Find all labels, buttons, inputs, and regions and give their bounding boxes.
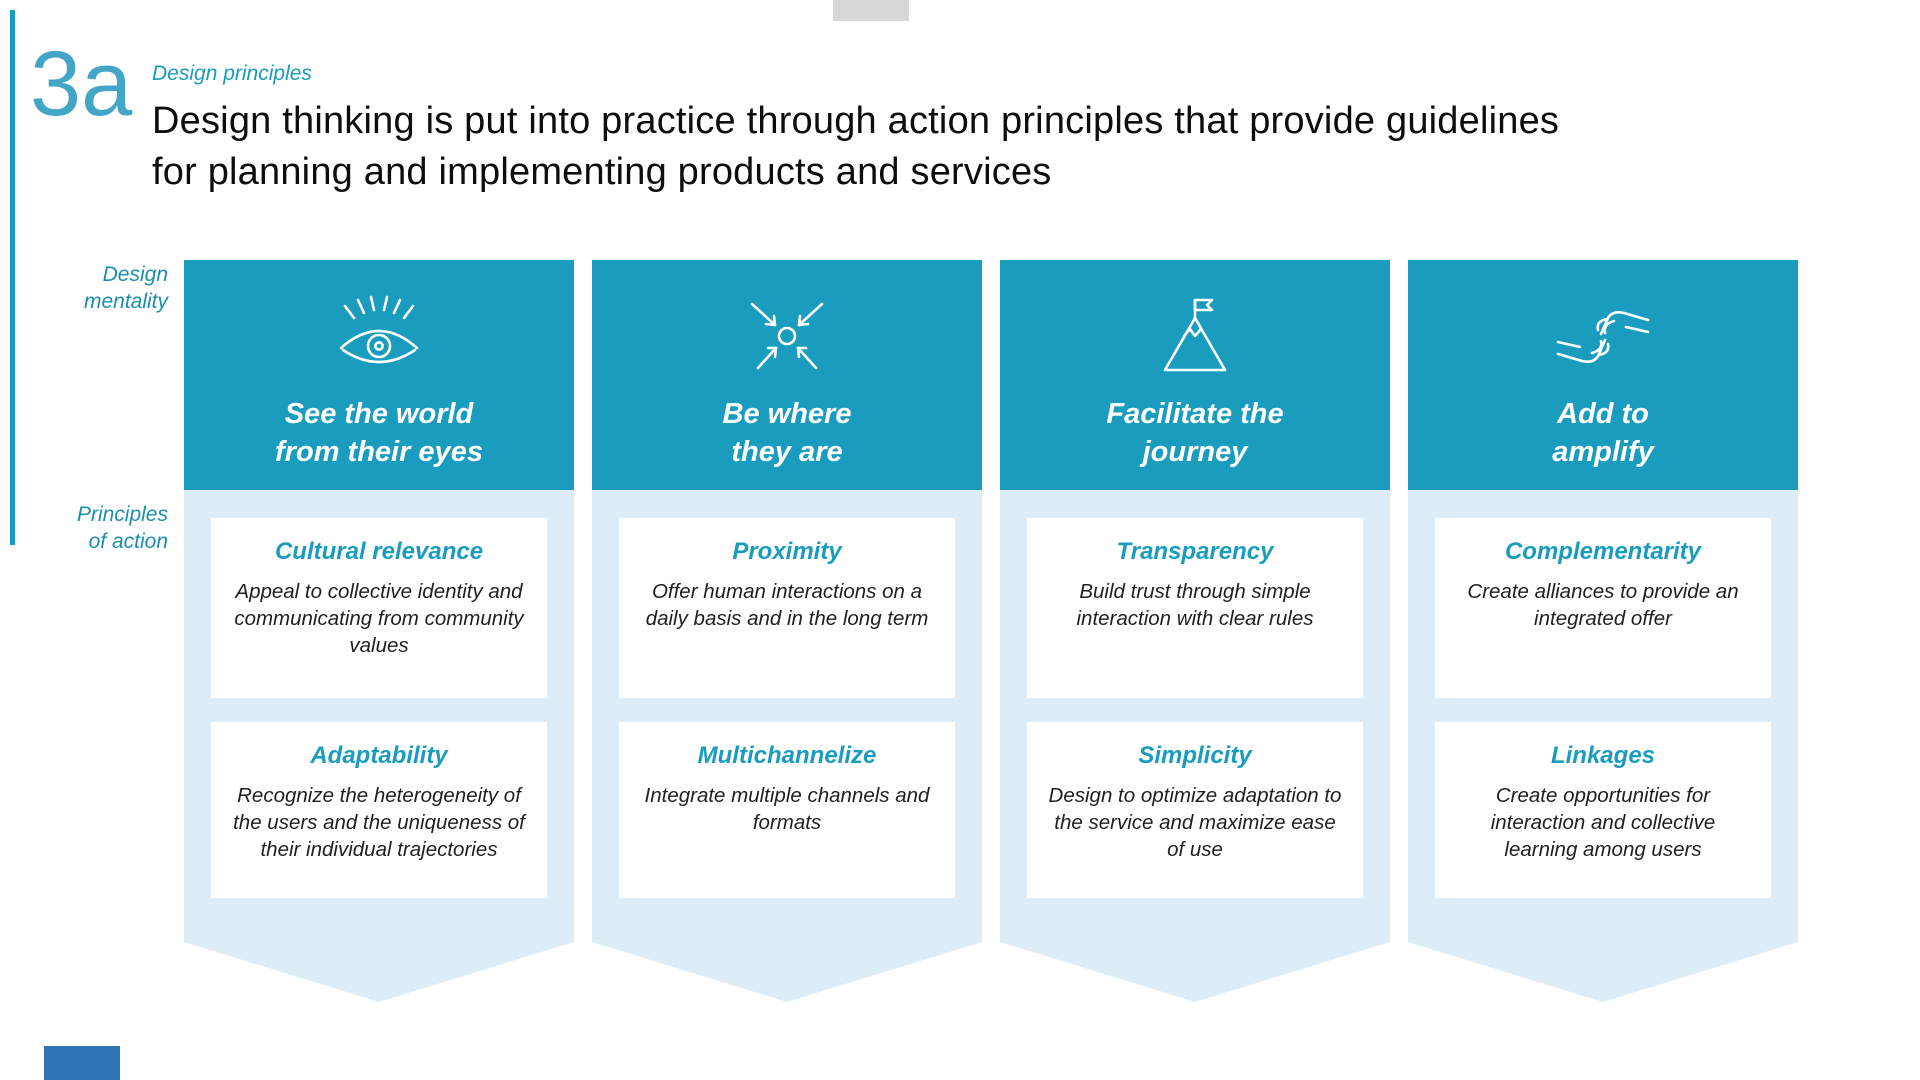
principle-title: Linkages xyxy=(1550,742,1656,769)
column-see-the-world: See the world from their eyes Cultural r… xyxy=(184,260,574,1002)
principle-description: Create opportunities for interaction and… xyxy=(1490,784,1716,862)
slide-title: Design thinking is put into practice thr… xyxy=(152,100,1560,193)
principle-title: Multichannelize xyxy=(697,742,877,769)
joined-hands-icon xyxy=(1548,284,1658,388)
principle-card: Multichannelize Integrate multiple chann… xyxy=(619,722,955,898)
principle-description: Recognize the heterogeneity of the users… xyxy=(233,784,525,862)
principles-panel: Cultural relevance Appeal to collective … xyxy=(184,490,574,1002)
section-label: Design principles xyxy=(152,62,312,85)
mentality-title: Add to amplify xyxy=(1552,398,1654,468)
principle-card: Adaptability Recognize the heterogeneity… xyxy=(211,722,547,898)
principle-description: Build trust through simple interaction w… xyxy=(1076,580,1314,631)
principle-card: Proximity Offer human interactions on a … xyxy=(619,518,955,698)
principle-card: Cultural relevance Appeal to collective … xyxy=(211,518,547,698)
principles-grid: See the world from their eyes Cultural r… xyxy=(184,260,1798,1002)
principle-card: Transparency Build trust through simple … xyxy=(1027,518,1363,698)
bottom-left-blue-box xyxy=(44,1046,120,1080)
principle-description: Create alliances to provide an integrate… xyxy=(1467,580,1739,631)
mentality-header: Be where they are xyxy=(592,260,982,490)
principle-title: Transparency xyxy=(1116,538,1274,565)
column-add-to-amplify: Add to amplify Complementarity Create al… xyxy=(1408,260,1798,1002)
principle-card: Simplicity Design to optimize adaptation… xyxy=(1027,722,1363,898)
principle-description: Appeal to collective identity and commun… xyxy=(234,580,524,658)
slide-number: 3a xyxy=(30,33,133,135)
principle-title: Simplicity xyxy=(1138,742,1252,769)
principle-title: Adaptability xyxy=(310,742,448,769)
mountain-flag-icon xyxy=(1140,284,1250,388)
principle-description: Integrate multiple channels and formats xyxy=(644,784,930,835)
column-facilitate-the-journey: Facilitate the journey Transparency Buil… xyxy=(1000,260,1390,1002)
principle-description: Offer human interactions on a daily basi… xyxy=(645,580,929,631)
column-be-where-they-are: Be where they are Proximity Offer human … xyxy=(592,260,982,1002)
row-label-principles-of-action: Principles of action xyxy=(76,503,168,553)
converging-arrows-icon xyxy=(732,284,842,388)
principle-card: Linkages Create opportunities for intera… xyxy=(1435,722,1771,898)
mentality-title: Facilitate the journey xyxy=(1106,398,1284,468)
row-label-design-mentality: Design mentality xyxy=(83,263,168,313)
eye-icon xyxy=(324,284,434,388)
mentality-title: See the world from their eyes xyxy=(275,398,483,468)
principles-panel: Transparency Build trust through simple … xyxy=(1000,490,1390,1002)
mentality-header: Facilitate the journey xyxy=(1000,260,1390,490)
principle-card: Complementarity Create alliances to prov… xyxy=(1435,518,1771,698)
principle-title: Complementarity xyxy=(1504,538,1702,565)
principles-panel: Complementarity Create alliances to prov… xyxy=(1408,490,1798,1002)
mentality-title: Be where they are xyxy=(722,398,852,468)
mentality-header: Add to amplify xyxy=(1408,260,1798,490)
principle-description: Design to optimize adaptation to the ser… xyxy=(1048,784,1342,862)
principle-title: Cultural relevance xyxy=(274,538,484,565)
mentality-header: See the world from their eyes xyxy=(184,260,574,490)
left-accent-stripe xyxy=(10,10,15,545)
principle-title: Proximity xyxy=(732,538,842,565)
principles-panel: Proximity Offer human interactions on a … xyxy=(592,490,982,1002)
top-gray-tab xyxy=(833,0,909,21)
